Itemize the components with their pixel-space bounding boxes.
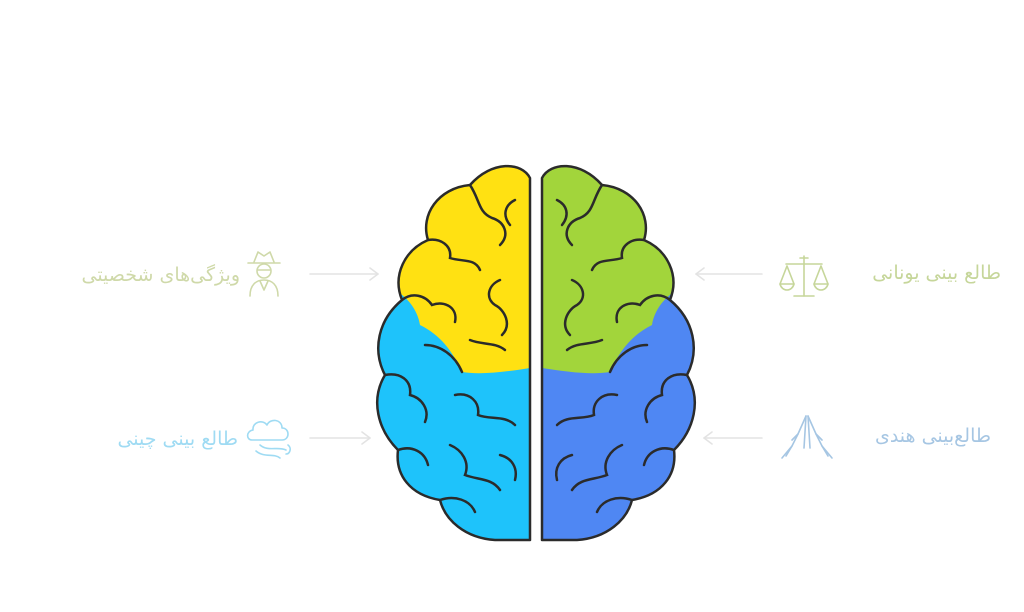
label-personality-traits: ویژگی‌های شخصیتی xyxy=(81,264,240,286)
connector-arrows xyxy=(309,267,763,445)
scales-icon xyxy=(779,255,829,297)
cloud-dragon-icon xyxy=(246,419,291,459)
left-hemisphere xyxy=(376,164,532,542)
arrow-chinese xyxy=(309,431,371,445)
praying-hands-icon xyxy=(781,415,833,459)
label-indian-astrology: طالع‌بینی هندی xyxy=(874,425,991,447)
left-folds xyxy=(383,183,517,514)
right-hemisphere xyxy=(540,164,696,542)
label-greek-astrology: طالع بینی یونانی xyxy=(872,262,1001,284)
right-folds xyxy=(555,183,689,514)
arrow-personality xyxy=(309,267,379,281)
arrow-greek xyxy=(695,267,763,281)
arrow-indian xyxy=(703,431,763,445)
label-chinese-astrology: طالع بینی چینی xyxy=(117,428,238,450)
spy-icon xyxy=(247,251,281,297)
